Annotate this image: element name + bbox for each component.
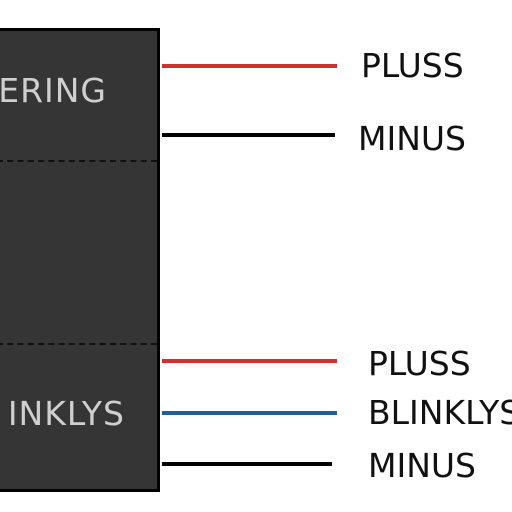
wire-label-minus-top: MINUS [358,119,466,158]
wire-label-minus-bottom: MINUS [368,446,476,485]
wire-pluss-bottom [162,359,337,363]
wire-minus-top [162,133,335,137]
device-box: ERING INKLYS [0,28,160,492]
wire-minus-bottom [162,462,332,466]
wire-label-pluss-top: PLUSS [361,46,464,85]
wire-pluss-top [162,64,337,68]
dashed-divider-top [0,160,157,162]
wire-blinklys [162,411,337,415]
box-label-top: ERING [0,71,107,110]
wire-label-pluss-bottom: PLUSS [368,344,471,383]
box-label-bottom: INKLYS [7,394,125,433]
wire-label-blinklys: BLINKLYS [368,393,512,432]
dashed-divider-bottom [0,343,157,345]
